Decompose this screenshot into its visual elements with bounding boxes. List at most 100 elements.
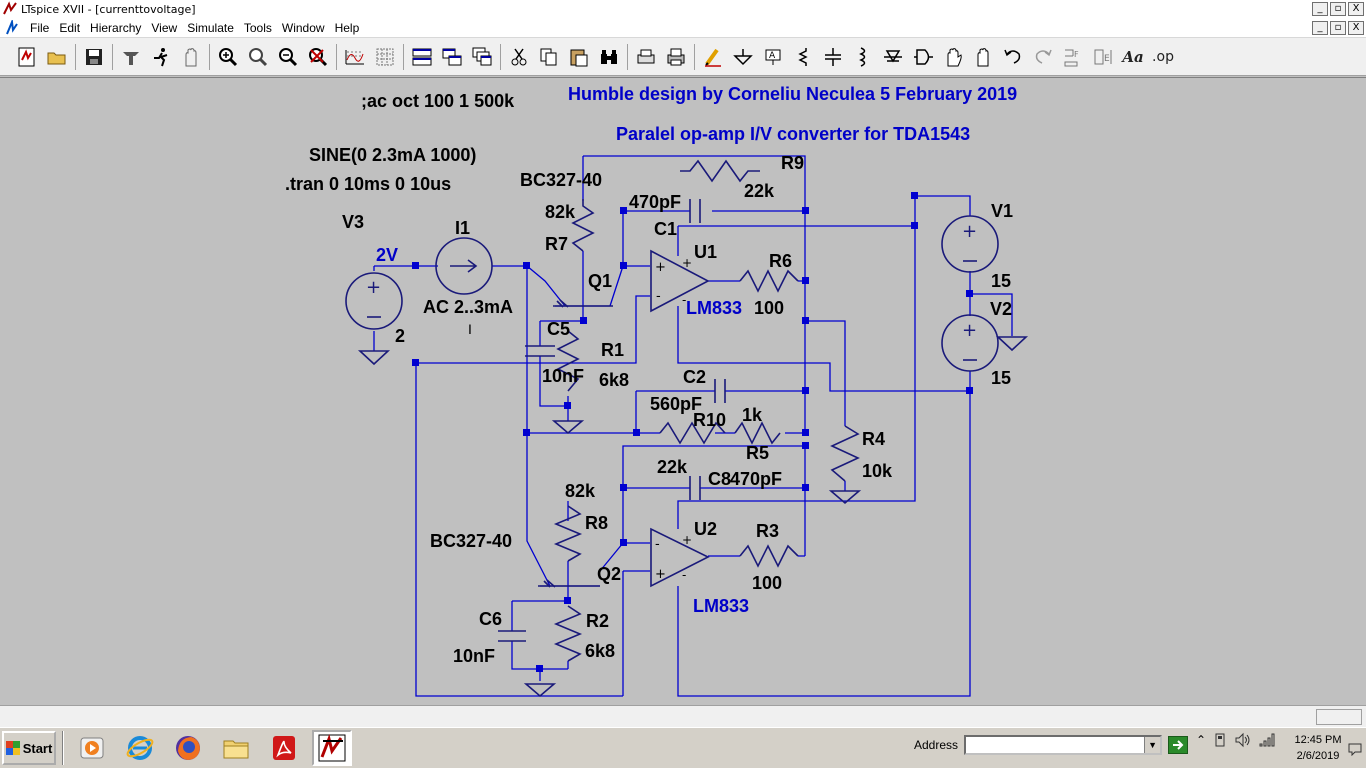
i1-current-source[interactable] [435, 237, 493, 295]
svg-text:-: - [682, 568, 686, 582]
schematic-canvas[interactable]: + [0, 77, 1366, 705]
r2-resistor[interactable] [523, 605, 583, 698]
grid-icon[interactable] [370, 42, 400, 72]
v1-voltage-source[interactable]: + [941, 215, 999, 273]
tray-expand-icon[interactable]: ⌃ [1196, 733, 1207, 747]
diode-icon[interactable] [878, 42, 908, 72]
capacitor-icon[interactable] [818, 42, 848, 72]
sine-source-label[interactable]: SINE(0 2.3mA 1000) [309, 145, 476, 165]
print-icon[interactable] [661, 42, 691, 72]
ltspice-taskbar-icon[interactable] [312, 730, 352, 766]
cut-icon[interactable] [504, 42, 534, 72]
u1-opamp[interactable]: + - + - [650, 249, 710, 313]
c5-capacitor[interactable] [525, 345, 555, 357]
doc-minimize-button[interactable]: _ [1312, 20, 1328, 35]
drag-icon[interactable] [968, 42, 998, 72]
v3-voltage-source[interactable]: + [345, 272, 403, 366]
cascade-icon[interactable] [467, 42, 497, 72]
acrobat-reader-icon[interactable] [264, 730, 304, 766]
menu-simulate[interactable]: Simulate [187, 20, 234, 35]
design-credit[interactable]: Humble design by Corneliu Neculea 5 Febr… [568, 84, 1017, 104]
ac-directive[interactable]: ;ac oct 100 1 500k [361, 91, 515, 111]
q1-transistor[interactable] [553, 299, 613, 308]
print-preview-icon[interactable] [631, 42, 661, 72]
component-icon[interactable] [908, 42, 938, 72]
q2-transistor[interactable] [538, 579, 600, 588]
halt-icon[interactable] [176, 42, 206, 72]
menu-view[interactable]: View [151, 20, 178, 35]
media-player-icon[interactable] [72, 730, 112, 766]
address-input[interactable]: ▼ [964, 735, 1163, 755]
internet-explorer-icon[interactable] [120, 730, 160, 766]
redo-icon[interactable] [1028, 42, 1058, 72]
network-icon[interactable] [1258, 732, 1276, 748]
text-icon[interactable]: Aa [1122, 47, 1144, 66]
menu-help[interactable]: Help [334, 20, 360, 35]
open-icon[interactable] [42, 42, 72, 72]
new-schematic-icon[interactable] [12, 42, 42, 72]
rotate-icon[interactable]: F [1058, 42, 1088, 72]
windows-flag-icon [5, 741, 20, 755]
r1-resistor[interactable] [551, 330, 585, 435]
r6-resistor[interactable] [739, 269, 799, 293]
r1-value: 6k8 [599, 370, 629, 390]
c6-capacitor[interactable] [498, 630, 526, 642]
menu-edit[interactable]: Edit [59, 20, 81, 35]
notification-icon[interactable] [1348, 742, 1362, 759]
r5-resistor[interactable] [734, 421, 781, 445]
firefox-icon[interactable] [168, 730, 208, 766]
run-icon[interactable] [146, 42, 176, 72]
autorange-icon[interactable] [340, 42, 370, 72]
close-button[interactable]: X [1348, 2, 1364, 16]
v2-voltage-source[interactable]: + [941, 314, 1029, 372]
move-icon[interactable] [938, 42, 968, 72]
restore-button[interactable]: ▫ [1330, 2, 1346, 16]
tile-vertical-icon[interactable] [437, 42, 467, 72]
pan-icon[interactable] [243, 42, 273, 72]
r3-resistor[interactable] [739, 544, 799, 568]
label-net-icon[interactable]: A [758, 42, 788, 72]
r7-resistor[interactable] [571, 199, 595, 252]
resistor-icon[interactable] [788, 42, 818, 72]
go-button[interactable] [1168, 736, 1189, 754]
zoom-fit-icon[interactable] [303, 42, 333, 72]
safely-remove-icon[interactable] [1212, 732, 1228, 748]
u2-opamp[interactable]: - + + - [650, 527, 710, 588]
r8-resistor[interactable] [553, 505, 583, 562]
menu-window[interactable]: Window [281, 20, 325, 35]
control-panel-icon[interactable] [116, 42, 146, 72]
menu-hierarchy[interactable]: Hierarchy [90, 20, 142, 35]
r4-resistor[interactable] [828, 425, 862, 505]
inductor-icon[interactable] [848, 42, 878, 72]
tran-directive[interactable]: .tran 0 10ms 0 10us [285, 174, 451, 194]
zoom-in-icon[interactable] [213, 42, 243, 72]
save-icon[interactable] [79, 42, 109, 72]
menu-tools[interactable]: Tools [243, 20, 272, 35]
start-button[interactable]: Start [2, 731, 56, 765]
file-explorer-icon[interactable] [216, 730, 256, 766]
c8-capacitor[interactable] [689, 476, 701, 500]
paste-icon[interactable] [564, 42, 594, 72]
copy-icon[interactable] [534, 42, 564, 72]
tray-clock[interactable]: 12:45 PM 2/6/2019 [1290, 732, 1346, 764]
doc-close-button[interactable]: X [1348, 20, 1364, 35]
tile-horizontal-icon[interactable] [407, 42, 437, 72]
ground-icon[interactable] [728, 42, 758, 72]
c1-capacitor[interactable] [689, 199, 701, 223]
find-icon[interactable] [594, 42, 624, 72]
mirror-icon[interactable]: E [1088, 42, 1118, 72]
spice-directive-icon[interactable]: .op [1152, 48, 1174, 65]
schematic-doc-icon[interactable] [4, 19, 20, 36]
volume-icon[interactable] [1234, 732, 1252, 748]
doc-restore-button[interactable]: ▫ [1330, 20, 1346, 35]
r9-resistor[interactable] [680, 159, 760, 183]
minimize-button[interactable]: _ [1312, 2, 1328, 16]
zoom-out-icon[interactable] [273, 42, 303, 72]
menu-file[interactable]: File [30, 20, 50, 35]
undo-icon[interactable] [998, 42, 1028, 72]
draw-wire-icon[interactable] [698, 42, 728, 72]
c2-capacitor[interactable] [714, 379, 726, 403]
address-dropdown-icon[interactable]: ▼ [1144, 737, 1161, 753]
design-subtitle[interactable]: Paralel op-amp I/V converter for TDA1543 [616, 124, 970, 144]
r10-resistor[interactable] [659, 421, 726, 445]
